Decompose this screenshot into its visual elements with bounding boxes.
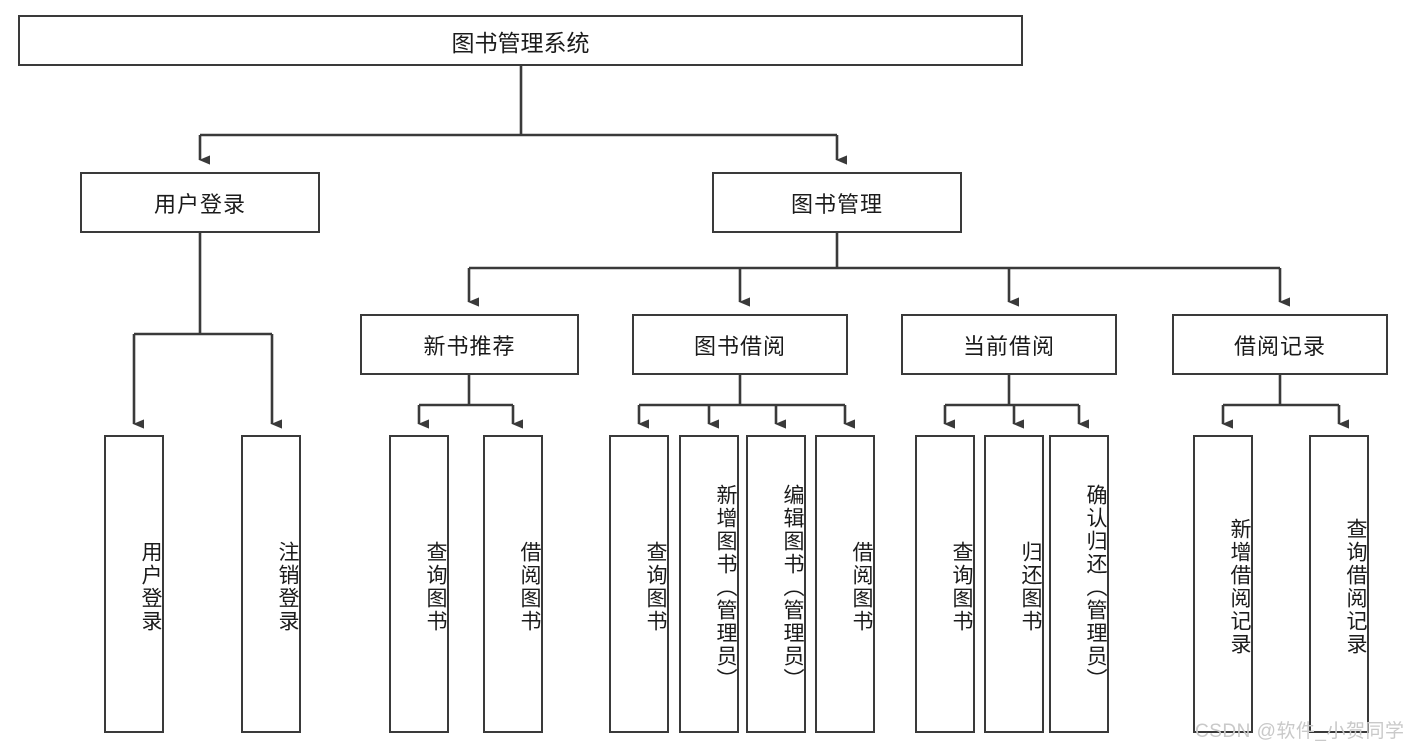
node-leaf-3[interactable]: 借阅图书	[483, 435, 543, 733]
node-leaf-2[interactable]: 查询图书	[389, 435, 449, 733]
node-root[interactable]: 图书管理系统	[18, 15, 1023, 66]
node-label: 新书推荐	[423, 333, 516, 359]
node-root-label: 图书管理系统	[451, 29, 590, 56]
node-leaf-10[interactable]: 确认归还（管理员）	[1049, 435, 1109, 733]
node-leaf-4[interactable]: 查询图书	[609, 435, 669, 733]
node-leaf-5[interactable]: 新增图书（管理员）	[679, 435, 739, 733]
node-leaf-9[interactable]: 归还图书	[984, 435, 1044, 733]
node-label: 图书管理	[790, 191, 883, 217]
node-level2-0[interactable]: 用户登录	[80, 172, 320, 233]
csdn-watermark: CSDN @软件_小贺同学	[1195, 721, 1405, 742]
node-leaf-0[interactable]: 用户登录	[104, 435, 164, 733]
node-leaf-1[interactable]: 注销登录	[241, 435, 301, 733]
node-level2-1[interactable]: 图书管理	[712, 172, 962, 233]
node-leaf-7[interactable]: 借阅图书	[815, 435, 875, 733]
node-level3-0[interactable]: 新书推荐	[360, 314, 579, 375]
node-leaf-11[interactable]: 新增借阅记录	[1193, 435, 1253, 733]
node-level3-1[interactable]: 图书借阅	[632, 314, 848, 375]
node-label: 借阅记录	[1233, 333, 1326, 359]
node-level3-2[interactable]: 当前借阅	[901, 314, 1117, 375]
node-label: 用户登录	[153, 191, 246, 217]
node-level3-3[interactable]: 借阅记录	[1172, 314, 1388, 375]
node-leaf-6[interactable]: 编辑图书（管理员）	[746, 435, 806, 733]
node-leaf-12[interactable]: 查询借阅记录	[1309, 435, 1369, 733]
node-leaf-8[interactable]: 查询图书	[915, 435, 975, 733]
node-label: 当前借阅	[962, 333, 1055, 359]
node-label: 图书借阅	[693, 333, 786, 359]
